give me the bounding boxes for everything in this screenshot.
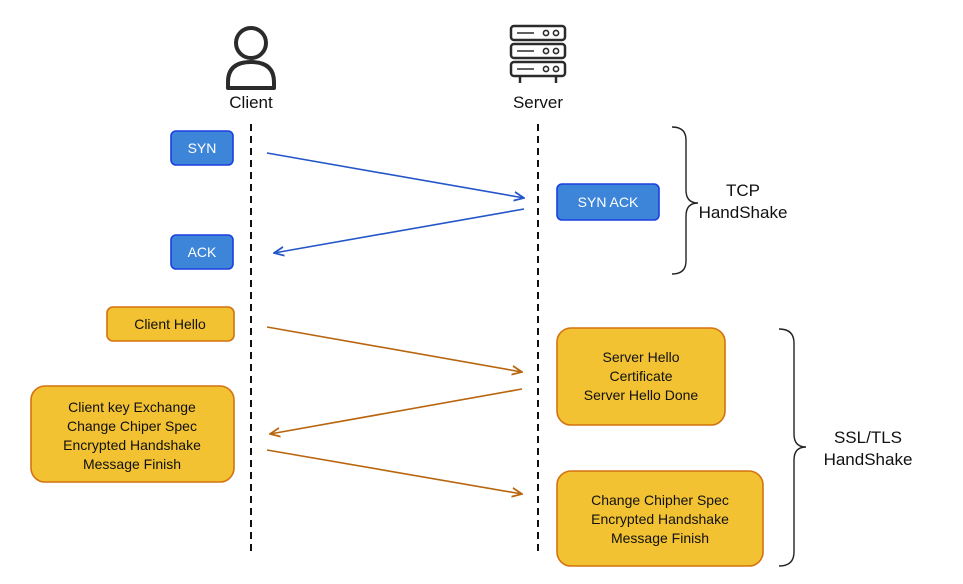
tcp-handshake-label-line1: TCP <box>726 181 760 200</box>
client-key-exchange-arrow <box>266 449 522 494</box>
client-hello-arrow <box>266 326 522 372</box>
syn-ack-label: SYN ACK <box>578 194 639 210</box>
syn-ack-arrow <box>274 208 525 253</box>
syn-ack-message-box: SYN ACK <box>556 183 660 221</box>
client-hello-message-box: Client Hello <box>106 306 235 342</box>
user-icon <box>226 26 276 90</box>
change-chipher-spec-line: Change Chipher Spec <box>591 492 729 508</box>
server-hello-message-box: Server Hello Certificate Server Hello Do… <box>556 327 726 426</box>
server-rack-icon <box>509 24 567 83</box>
server-hello-done-line: Server Hello Done <box>584 387 699 403</box>
client-hello-label: Client Hello <box>134 316 206 332</box>
syn-arrow <box>266 152 524 198</box>
tls-brace <box>778 328 807 567</box>
syn-label: SYN <box>188 140 217 156</box>
server-hello-line: Server Hello <box>602 349 679 365</box>
client-label: Client <box>229 93 273 112</box>
tls-handshake-label-line2: HandShake <box>824 450 913 469</box>
message-finish-line: Message Finish <box>83 456 181 472</box>
tls-handshake-label-line1: SSL/TLS <box>834 428 902 447</box>
server-encrypted-handshake-line: Encrypted Handshake <box>591 511 729 527</box>
server-label: Server <box>513 93 563 112</box>
server-change-cipher-message-box: Change Chipher Spec Encrypted Handshake … <box>556 470 764 567</box>
server-actor: Server <box>509 24 567 112</box>
ack-label: ACK <box>188 244 217 260</box>
tcp-handshake-label-line2: HandShake <box>699 203 788 222</box>
encrypted-handshake-line: Encrypted Handshake <box>63 437 201 453</box>
change-chiper-spec-line: Change Chiper Spec <box>67 418 197 434</box>
server-message-finish-line: Message Finish <box>611 530 709 546</box>
tcp-brace <box>671 126 699 275</box>
certificate-line: Certificate <box>609 368 672 384</box>
server-hello-arrow <box>270 388 523 434</box>
client-key-exchange-line: Client key Exchange <box>68 399 196 415</box>
ack-message-box: ACK <box>170 234 234 270</box>
client-key-exchange-message-box: Client key Exchange Change Chiper Spec E… <box>30 385 235 483</box>
syn-message-box: SYN <box>170 130 234 166</box>
client-actor: Client <box>226 26 276 112</box>
